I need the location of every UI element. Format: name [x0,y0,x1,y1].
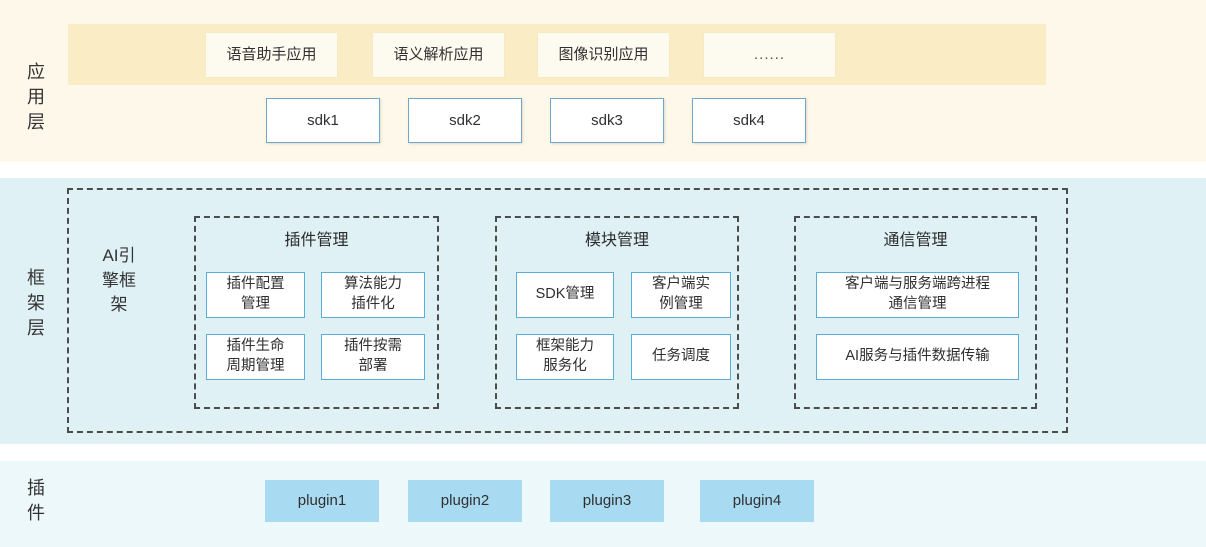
sdk1-box: sdk1 [266,98,380,143]
item-plugin-on-demand-deploy: 插件按需 部署 [321,334,425,380]
item-task-scheduling: 任务调度 [631,334,731,380]
item-line: 周期管理 [226,358,285,374]
item-line: 插件生命 [226,338,285,355]
plugin4-box: plugin4 [700,480,814,522]
sdk4-box: sdk4 [692,98,806,143]
sdk3-box: sdk3 [550,98,664,143]
item-line: 例管理 [659,296,703,312]
item-line: 客户端与服务端跨进程 [845,276,990,293]
app-semantic-parsing: 语义解析应用 [373,33,504,77]
item-line: 插件按需 [344,338,402,355]
item-line: 任务调度 [652,348,710,365]
group-module-management: 模块管理 SDK管理 客户端实 例管理 框架能力 服务化 任务调度 [495,216,739,409]
item-plugin-lifecycle-management: 插件生命 周期管理 [206,334,305,380]
item-line: 管理 [241,296,270,312]
app-image-recognition: 图像识别应用 [538,33,669,77]
app-ellipsis: ...... [704,33,835,77]
plugin2-box: plugin2 [408,480,522,522]
app-voice-assistant: 语音助手应用 [206,33,337,77]
item-line: 通信管理 [888,296,947,312]
item-line: 服务化 [543,358,587,374]
item-line: 客户端实 [652,276,710,293]
item-line: SDK管理 [535,286,595,303]
framework-layer-label: 框架层 [27,268,45,339]
item-line: 插件化 [351,296,395,312]
item-cross-process-communication: 客户端与服务端跨进程 通信管理 [816,272,1019,318]
item-sdk-management: SDK管理 [516,272,614,318]
group-plugin-management-title: 插件管理 [284,232,349,249]
item-plugin-config-management: 插件配置 管理 [206,272,305,318]
item-framework-capability-service: 框架能力 服务化 [516,334,614,380]
ai-engine-frame: AI引擎框架 插件管理 插件配置 管理 算法能力 插件化 插件生命 周期管理 插… [67,188,1068,433]
app-layer-label: 应用层 [27,62,45,133]
group-module-management-title: 模块管理 [584,232,649,249]
item-client-instance-management: 客户端实 例管理 [631,272,731,318]
plugin3-box: plugin3 [550,480,664,522]
item-line: 部署 [358,358,388,374]
group-plugin-management: 插件管理 插件配置 管理 算法能力 插件化 插件生命 周期管理 插件按需 部署 [194,216,439,409]
plugin1-box: plugin1 [265,480,379,522]
ai-engine-label: AI引擎框架 [102,246,136,315]
item-algorithm-pluginization: 算法能力 插件化 [321,272,425,318]
item-ai-service-plugin-data-transfer: AI服务与插件数据传输 [816,334,1019,380]
group-communication-management: 通信管理 客户端与服务端跨进程 通信管理 AI服务与插件数据传输 [794,216,1037,409]
group-communication-management-title: 通信管理 [883,232,948,249]
plugin-layer-label: 插件 [27,478,45,524]
item-line: 算法能力 [344,276,402,293]
item-line: AI服务与插件数据传输 [845,348,990,365]
item-line: 框架能力 [536,338,594,355]
item-line: 插件配置 [226,276,285,293]
sdk2-box: sdk2 [408,98,522,143]
